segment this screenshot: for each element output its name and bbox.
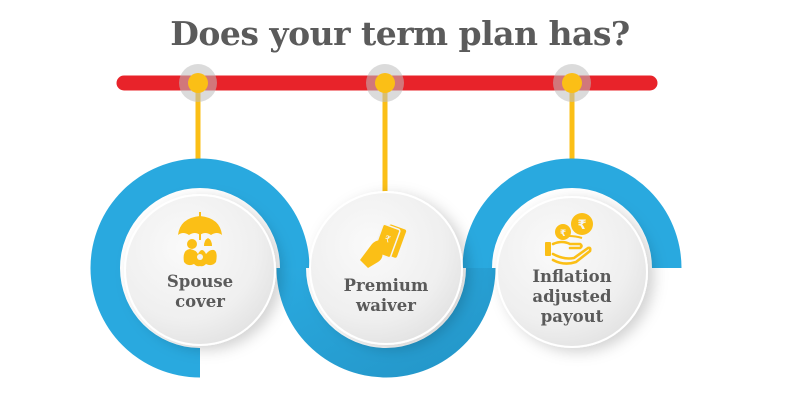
feature-label-premium-waiver: Premium waiver xyxy=(316,276,456,316)
feature-disc-1 xyxy=(124,194,276,346)
svg-text:₹: ₹ xyxy=(560,229,566,239)
hand-rupee-coins-icon: ₹ ₹ xyxy=(545,213,593,265)
feature-label-line: cover xyxy=(175,292,225,311)
feature-label-spouse-cover: Spouse cover xyxy=(130,272,270,312)
feature-disc-2 xyxy=(309,191,463,345)
page-title: Does your term plan has? xyxy=(170,14,630,53)
hand-cash-rupee-icon: ₹ xyxy=(360,223,407,268)
timeline-node-1 xyxy=(179,64,217,102)
svg-text:₹: ₹ xyxy=(577,218,586,233)
feature-label-line: Inflation xyxy=(532,267,612,286)
umbrella-family-icon xyxy=(178,212,222,267)
feature-label-line: adjusted xyxy=(532,287,612,306)
feature-label-line: waiver xyxy=(356,296,416,315)
feature-disc-3 xyxy=(496,196,648,348)
svg-text:₹: ₹ xyxy=(383,234,392,245)
timeline-node-3 xyxy=(553,64,591,102)
feature-label-line: payout xyxy=(540,307,604,326)
feature-label-inflation-adjusted-payout: Inflation adjusted payout xyxy=(502,267,642,327)
feature-label-line: Premium xyxy=(343,276,429,295)
feature-label-line: Spouse xyxy=(166,272,234,291)
timeline-node-2 xyxy=(366,64,404,102)
blue-ribbon xyxy=(90,158,682,378)
